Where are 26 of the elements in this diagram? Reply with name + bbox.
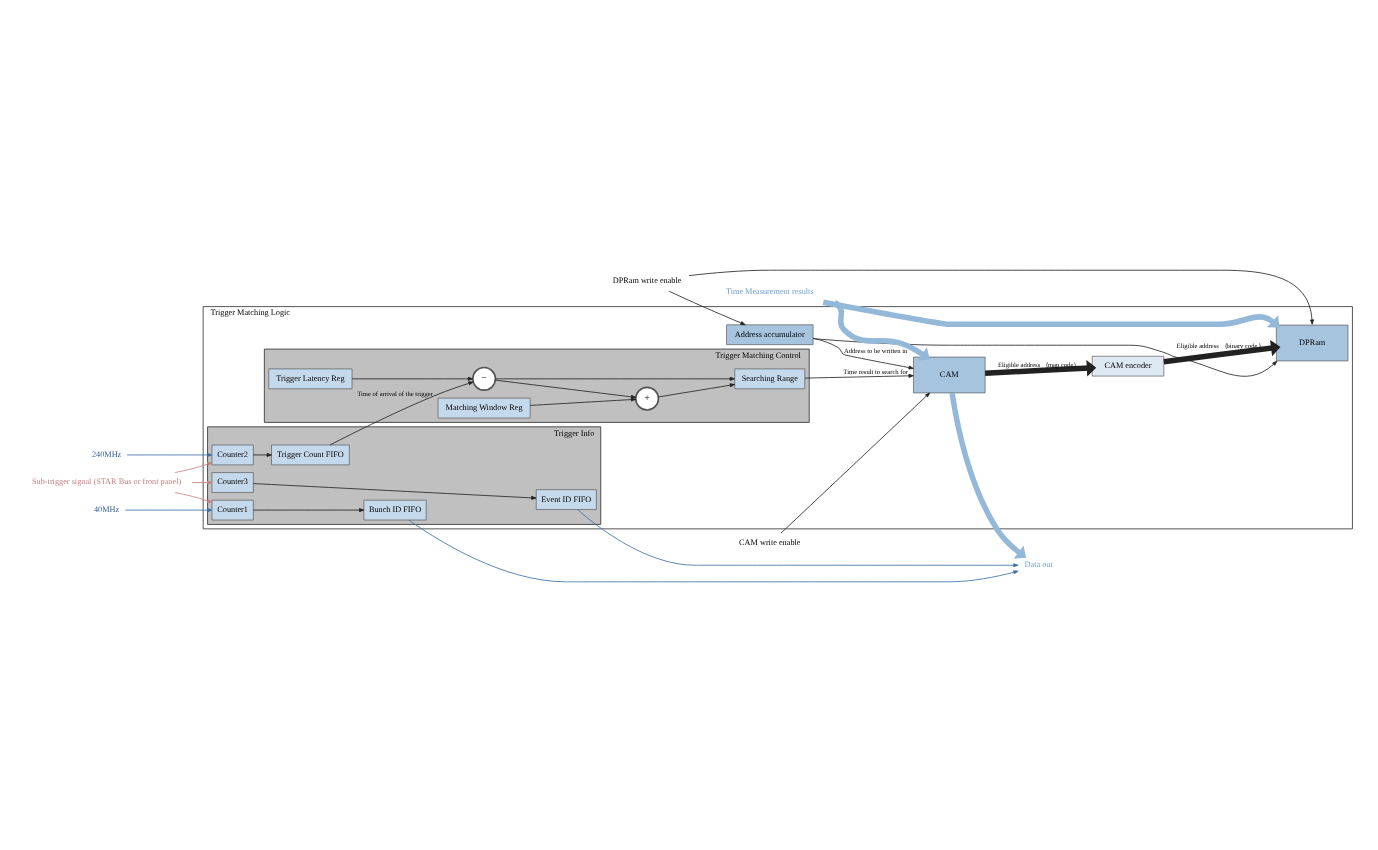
- arrow: [253, 482, 537, 499]
- arrow: [833, 299, 930, 360]
- arrow: [351, 375, 474, 380]
- arrow: [126, 452, 213, 456]
- arrow: [985, 358, 1097, 376]
- arrow: [529, 396, 637, 405]
- arrow: [822, 298, 1280, 327]
- arrow: [668, 289, 746, 325]
- arrow: [804, 372, 914, 378]
- arrow: [812, 336, 914, 369]
- arrow: [780, 391, 931, 533]
- arrow: [191, 479, 213, 484]
- arrow: [688, 268, 1314, 324]
- arrow: [253, 507, 365, 512]
- arrow: [495, 375, 735, 380]
- arrow: [949, 391, 1027, 558]
- arrow: [124, 507, 213, 512]
- arrow: [495, 378, 637, 398]
- arrow: [658, 382, 735, 397]
- arrow: [329, 380, 474, 445]
- arrow: [577, 508, 1019, 567]
- arrow: [1163, 338, 1281, 364]
- arrow: [408, 518, 1019, 582]
- arrow: [252, 452, 272, 456]
- arrow: [174, 461, 213, 472]
- arrow: [174, 491, 213, 502]
